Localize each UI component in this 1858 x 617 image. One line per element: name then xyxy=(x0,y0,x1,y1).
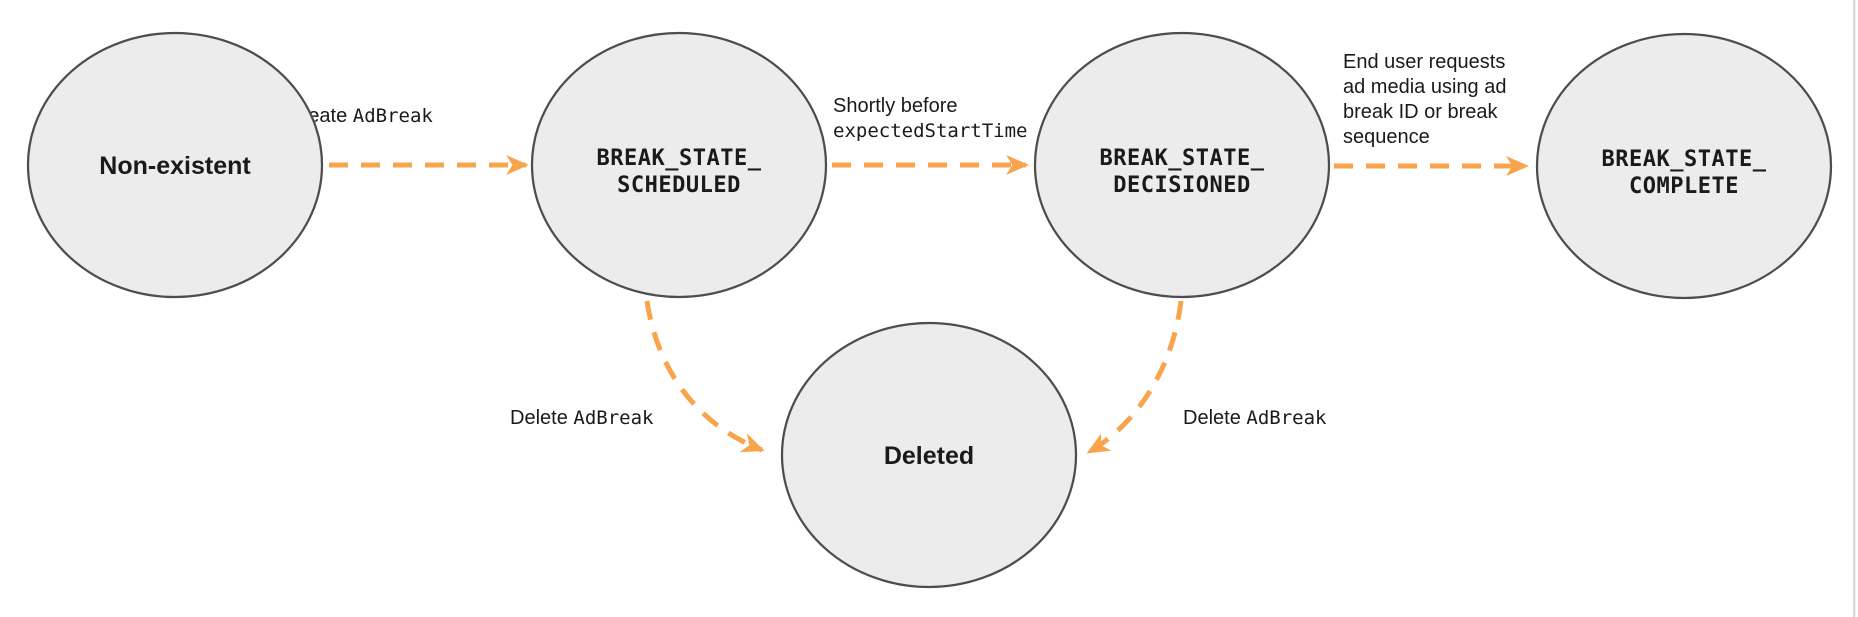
state-node-break-state-complete: BREAK_STATE_COMPLETE xyxy=(1535,32,1833,300)
state-circle-break-state-decisioned xyxy=(1033,31,1331,299)
state-node-non-existent: Non-existent xyxy=(26,31,324,299)
transition-arrow-delete-adbreak-from-scheduled xyxy=(644,300,765,453)
state-label-break-state-decisioned: BREAK_STATE_DECISIONED xyxy=(1100,146,1265,198)
transition-arrow-delete-adbreak-from-decisioned xyxy=(1086,300,1184,455)
state-label-non-existent: Non-existent xyxy=(99,152,251,180)
state-node-break-state-decisioned: BREAK_STATE_DECISIONED xyxy=(1033,31,1331,299)
state-circle-break-state-complete xyxy=(1535,32,1833,300)
transition-delete-adbreak-from-scheduled: Delete AdBreak xyxy=(510,300,765,453)
transition-label-delete-adbreak-from-decisioned: Delete AdBreak xyxy=(1183,407,1327,429)
state-circle-break-state-scheduled xyxy=(530,31,828,299)
transition-delete-adbreak-from-decisioned: Delete AdBreak xyxy=(1086,300,1327,455)
state-label-deleted: Deleted xyxy=(884,442,974,470)
page-edge-divider xyxy=(1853,0,1856,617)
state-node-break-state-scheduled: BREAK_STATE_SCHEDULED xyxy=(530,31,828,299)
state-circle-deleted xyxy=(780,321,1078,589)
transition-create-adbreak: Create AdBreak xyxy=(287,105,529,175)
state-node-deleted: Deleted xyxy=(780,321,1078,589)
states-layer: Non-existent BREAK_STATE_SCHEDULED BREAK_S… xyxy=(26,31,1833,589)
state-circle-non-existent xyxy=(26,31,324,299)
state-label-break-state-scheduled: BREAK_STATE_SCHEDULED xyxy=(597,146,762,198)
state-label-break-state-complete: BREAK_STATE_COMPLETE xyxy=(1602,147,1767,199)
transition-label-delete-adbreak-from-scheduled: Delete AdBreak xyxy=(510,407,654,429)
